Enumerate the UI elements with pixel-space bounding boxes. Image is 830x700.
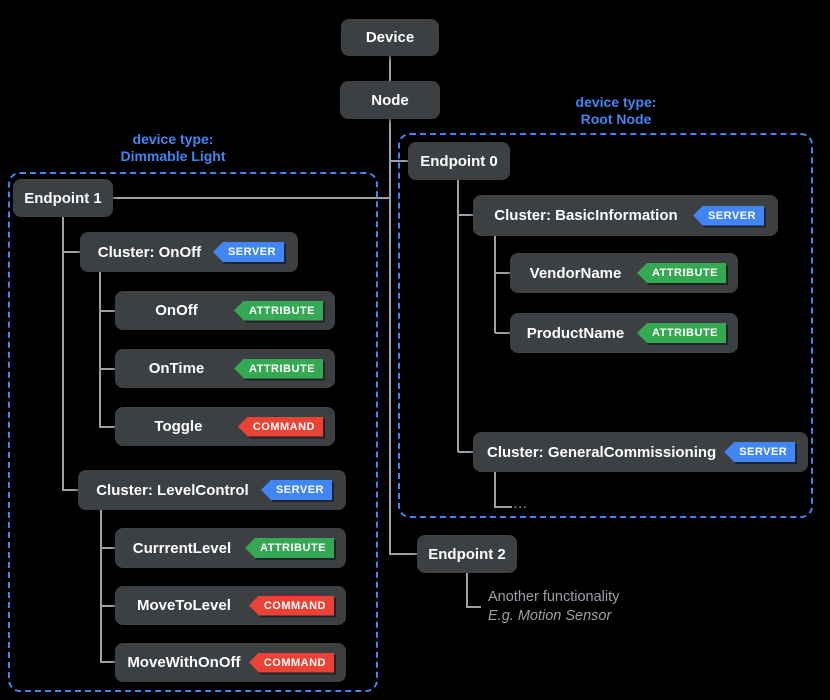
- connector-to-cluster-basicinformation: [458, 214, 473, 216]
- command-badge: COMMAND: [237, 416, 323, 437]
- server-badge: SERVER: [724, 442, 796, 462]
- connector-to-cluster-levelcontrol: [63, 489, 78, 491]
- connector-to-ontime: [100, 368, 115, 370]
- attr-vendorname-box: VendorName ATTRIBUTE: [510, 253, 738, 293]
- server-badge: SERVER: [212, 242, 284, 262]
- attribute-badge: ATTRIBUTE: [636, 263, 726, 283]
- device-label: Device: [365, 29, 415, 46]
- connector-to-movetolevel: [101, 605, 115, 607]
- connector-endpoint0-trunk-down: [457, 180, 459, 452]
- server-badge: SERVER: [260, 480, 332, 500]
- attr-productname-box: ProductName ATTRIBUTE: [510, 313, 738, 353]
- cmd-toggle-label: Toggle: [154, 418, 203, 435]
- connector-node-trunk: [389, 119, 391, 555]
- node-box: Node: [340, 81, 440, 119]
- connector-to-cluster-onoff: [63, 251, 80, 253]
- cmd-movetolevel-label: MoveToLevel: [136, 597, 231, 614]
- connector-cluster-levelcontrol-trunk: [100, 510, 102, 663]
- connector-to-cluster-generalcommissioning: [458, 451, 473, 453]
- attr-ontime-label: OnTime: [148, 360, 205, 377]
- attribute-badge: ATTRIBUTE: [233, 358, 323, 379]
- cluster-onoff-label: Cluster: OnOff: [97, 243, 202, 261]
- ellipsis-more-items: ...: [514, 500, 529, 511]
- device-type-name: Root Node: [580, 111, 652, 127]
- node-label: Node: [371, 91, 409, 109]
- connector-endpoint2-down: [466, 573, 468, 607]
- connector-to-movewithonoff: [101, 661, 115, 663]
- root-node-group-border: [398, 133, 813, 518]
- device-type-caption: device type:: [575, 94, 657, 110]
- dimmable-light-group-border: [8, 172, 378, 692]
- cluster-levelcontrol-label: Cluster: LevelControl: [96, 481, 249, 499]
- attr-onoff-label: OnOff: [155, 302, 198, 319]
- endpoint-2-note: Another functionality E.g. Motion Sensor: [488, 588, 619, 626]
- endpoint-1-label: Endpoint 1: [24, 189, 102, 207]
- connector-endpoint1-trunk-down: [62, 217, 64, 491]
- server-badge: SERVER: [692, 205, 764, 226]
- endpoint-0-label: Endpoint 0: [420, 152, 498, 170]
- cmd-toggle-box: Toggle COMMAND: [115, 407, 335, 446]
- endpoint-2-note-line2: E.g. Motion Sensor: [488, 608, 612, 624]
- attr-vendorname-label: VendorName: [529, 264, 622, 282]
- attribute-badge: ATTRIBUTE: [233, 300, 323, 321]
- connector-to-note: [466, 606, 481, 608]
- connector-to-ellipsis: [494, 506, 512, 508]
- attribute-badge: ATTRIBUTE: [636, 323, 726, 343]
- device-type-label-root-node: device type: Root Node: [420, 94, 812, 128]
- cmd-movewithonoff-box: MoveWithOnOff COMMAND: [115, 643, 346, 682]
- endpoint-2-note-line1: Another functionality: [488, 589, 620, 605]
- device-type-name: Dimmable Light: [120, 148, 226, 164]
- connector-to-toggle: [100, 426, 115, 428]
- device-type-caption: device type:: [132, 131, 214, 147]
- attr-ontime-box: OnTime ATTRIBUTE: [115, 349, 335, 388]
- endpoint-1-box: Endpoint 1: [13, 179, 113, 217]
- command-badge: COMMAND: [248, 595, 334, 616]
- connector-generalcommissioning-down: [494, 472, 496, 507]
- attribute-badge: ATTRIBUTE: [244, 538, 334, 558]
- connector-cluster-onoff-trunk: [99, 272, 101, 428]
- attr-currrentlevel-label: CurrrentLevel: [132, 539, 232, 557]
- cmd-movewithonoff-label: MoveWithOnOff: [127, 654, 241, 671]
- attr-productname-label: ProductName: [526, 324, 625, 342]
- device-box: Device: [341, 19, 439, 56]
- cluster-basicinformation-label: Cluster: BasicInformation: [494, 207, 678, 224]
- connector-to-onoff: [100, 310, 115, 312]
- attr-currrentlevel-box: CurrrentLevel ATTRIBUTE: [115, 528, 346, 568]
- connector-to-vendorname: [495, 272, 510, 274]
- connector-endpoint1-trunk: [113, 197, 390, 199]
- connector-device-node: [389, 56, 391, 81]
- connector-trunk-endpoint2: [390, 553, 417, 555]
- cluster-generalcommissioning-box: Cluster: GeneralCommissioning SERVER: [473, 432, 808, 472]
- attr-onoff-box: OnOff ATTRIBUTE: [115, 291, 335, 330]
- cluster-generalcommissioning-label: Cluster: GeneralCommissioning: [487, 443, 717, 461]
- endpoint-2-label: Endpoint 2: [428, 545, 506, 563]
- endpoint-0-box: Endpoint 0: [408, 142, 510, 180]
- connector-to-currrentlevel: [101, 547, 115, 549]
- cluster-onoff-box: Cluster: OnOff SERVER: [80, 232, 298, 272]
- connector-basicinformation-trunk: [494, 236, 496, 333]
- command-badge: COMMAND: [248, 652, 334, 673]
- cmd-movetolevel-box: MoveToLevel COMMAND: [115, 586, 346, 625]
- connector-to-productname: [495, 332, 510, 334]
- cluster-levelcontrol-box: Cluster: LevelControl SERVER: [78, 470, 346, 510]
- device-type-label-dimmable-light: device type: Dimmable Light: [8, 131, 338, 165]
- cluster-basicinformation-box: Cluster: BasicInformation SERVER: [473, 195, 778, 236]
- endpoint-2-box: Endpoint 2: [417, 535, 517, 573]
